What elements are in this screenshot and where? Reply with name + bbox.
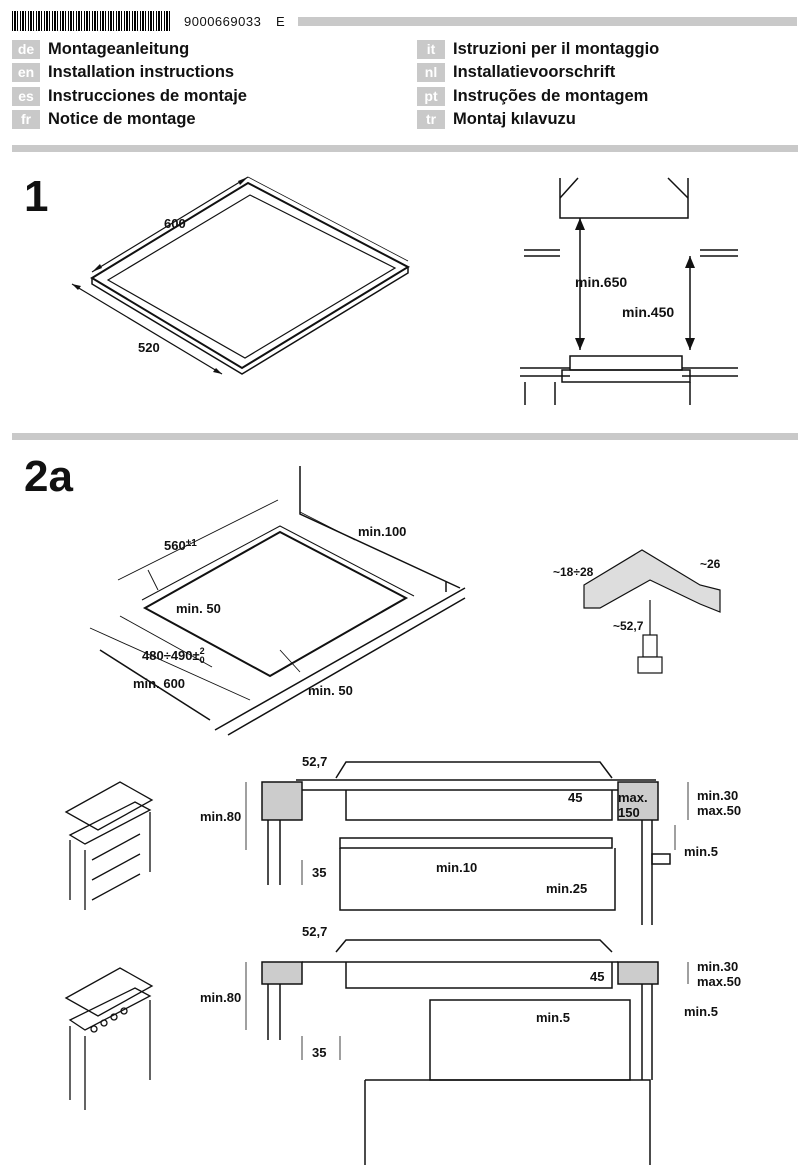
min-100-label: min.100 [358,524,406,539]
min-450-label: min.450 [622,304,674,320]
header-bar [298,17,797,26]
min-80-label: min.80 [200,809,241,824]
language-row: tr Montaj kılavuzu [417,108,659,131]
min-600-label: min. 600 [133,676,185,691]
language-title: Instruções de montagem [453,86,649,105]
language-code-badge: nl [417,63,445,83]
language-row: en Installation instructions [12,61,247,84]
language-list-left: de Montageanleitung en Installation inst… [12,38,247,131]
min-25-label: min.25 [546,881,587,896]
language-row: es Instrucciones de montaje [12,85,247,108]
language-title: Instrucciones de montaje [48,86,247,105]
min-50-label: min. 50 [308,683,353,698]
hob-dimensions-figure: 600 520 min.650 min.450 [71,176,738,405]
d150-label: 150 [618,805,640,820]
language-title: Notice de montage [48,110,196,129]
language-code-badge: fr [12,110,40,130]
min-5-label: min.5 [684,1004,718,1019]
language-code-badge: tr [417,110,445,130]
nozzle-dim-c-label: ~52,7 [613,619,644,633]
language-title: Montageanleitung [48,40,190,59]
d35-label: 35 [312,865,326,880]
language-title: Installation instructions [48,63,235,82]
language-code-badge: pt [417,86,445,106]
cutout-width-label: 560±1 [164,538,197,553]
language-row: nl Installatievoorschrift [417,61,659,84]
language-row: it Istruzioni per il montaggio [417,38,659,61]
language-row: fr Notice de montage [12,108,247,131]
width-label: 600 [164,216,186,231]
language-code-badge: de [12,40,40,60]
min-650-label: min.650 [575,274,627,290]
min-5-label: min.5 [684,844,718,859]
nozzle-dim-a-label: ~18÷28 [553,565,594,579]
language-code-badge: en [12,63,40,83]
min-10-label: min.10 [436,860,477,875]
language-list-right: it Istruzioni per il montaggio nl Instal… [417,38,659,131]
max-50-label: max.50 [697,803,741,818]
min-80-label: min.80 [200,990,241,1005]
min-30-label: min.30 [697,959,738,974]
section-number: 1 [24,172,49,221]
section-divider [12,145,798,152]
language-row: de Montageanleitung [12,38,247,61]
max-label: max. [618,790,648,805]
d45-label: 45 [568,790,582,805]
depth-label: 520 [138,340,160,355]
document-revision: E [276,14,285,29]
min-50-label: min. 50 [176,601,221,616]
language-code-badge: es [12,86,40,106]
d45-label: 45 [590,969,604,984]
min-5-label: min.5 [536,1010,570,1025]
section-divider [12,433,798,440]
language-title: Installatievoorschrift [453,63,616,82]
max-50-label: max.50 [697,974,741,989]
language-title: Montaj kılavuzu [453,110,576,129]
section-number: 2a [24,452,73,501]
language-row: pt Instruções de montagem [417,85,659,108]
barcode [12,11,170,31]
min-30-label: min.30 [697,788,738,803]
language-title: Istruzioni per il montaggio [453,40,660,59]
d527-label: 52,7 [302,924,327,939]
document-number: 9000669033 [184,14,262,29]
d35-label: 35 [312,1045,326,1060]
nozzle-dim-b-label: ~26 [700,557,721,571]
d527-label: 52,7 [302,754,327,769]
language-code-badge: it [417,40,445,60]
